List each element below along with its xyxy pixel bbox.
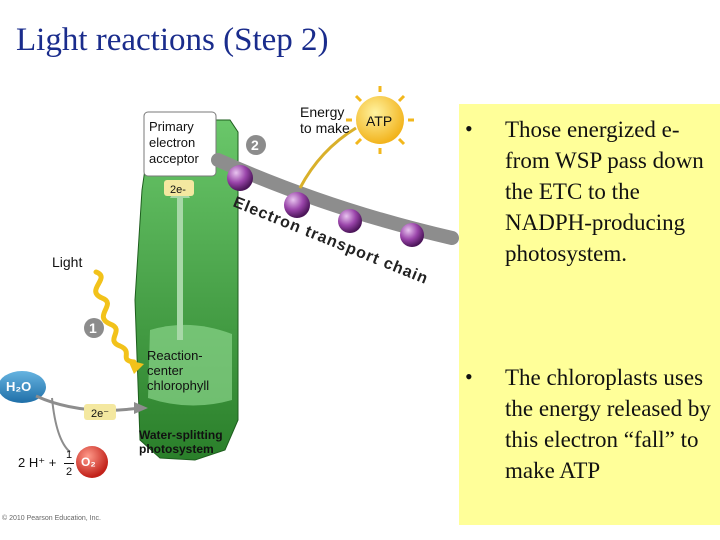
step-1-circle bbox=[84, 318, 104, 338]
etc-sphere-4 bbox=[400, 223, 424, 247]
atp-label: ATP bbox=[366, 113, 393, 129]
reaction-center-label: Reaction- center chlorophyll bbox=[147, 348, 210, 393]
atp-energy-arrow bbox=[298, 126, 357, 189]
half-fraction: 1 2 bbox=[64, 449, 74, 478]
atp-sun-icon bbox=[356, 96, 404, 144]
bullet-text-2: The chloroplasts uses the energy release… bbox=[505, 365, 711, 483]
step-2-number: 2 bbox=[251, 137, 259, 153]
light-label: Light bbox=[52, 254, 83, 270]
electron-label-box-bottom bbox=[84, 404, 116, 420]
etc-sphere-1 bbox=[227, 165, 253, 191]
electron-label-bottom: 2e⁻ bbox=[91, 408, 110, 420]
h2o-molecule bbox=[0, 371, 46, 403]
bullet-marker-1: • bbox=[465, 116, 473, 141]
electron-label-top: 2e- bbox=[170, 184, 186, 196]
photosynthesis-diagram bbox=[0, 86, 459, 478]
atp-rays bbox=[346, 86, 414, 154]
etc-sphere-2 bbox=[284, 192, 310, 218]
primary-acceptor-box bbox=[143, 111, 217, 177]
hydrogen-label: 2 H⁺ + bbox=[18, 455, 57, 470]
slide-title: Light reactions (Step 2) bbox=[16, 22, 329, 58]
electron-label-box-top bbox=[164, 180, 194, 196]
light-wave bbox=[93, 269, 137, 365]
bullet-panel: • Those energized e- from WSP pass down … bbox=[459, 104, 720, 525]
o2-label: O₂ bbox=[81, 455, 96, 469]
bullet-text-1: Those energized e- from WSP pass down th… bbox=[505, 117, 704, 266]
bullet-marker-2: • bbox=[465, 364, 473, 389]
reaction-center-highlight bbox=[148, 324, 232, 406]
energy-to-make-label: Energy to make bbox=[300, 104, 350, 136]
o2-arrow bbox=[51, 397, 71, 453]
water-splitting-label: Water-splitting photosystem bbox=[139, 428, 223, 456]
h2o-label: H₂O bbox=[6, 379, 32, 394]
o2-molecule bbox=[76, 446, 108, 478]
etc-sphere-3 bbox=[338, 209, 362, 233]
copyright-text: © 2010 Pearson Education, Inc. bbox=[2, 515, 101, 522]
step-2-circle bbox=[246, 135, 266, 155]
step-1-number: 1 bbox=[89, 320, 97, 336]
primary-acceptor-label: Primary electron acceptor bbox=[149, 119, 199, 166]
